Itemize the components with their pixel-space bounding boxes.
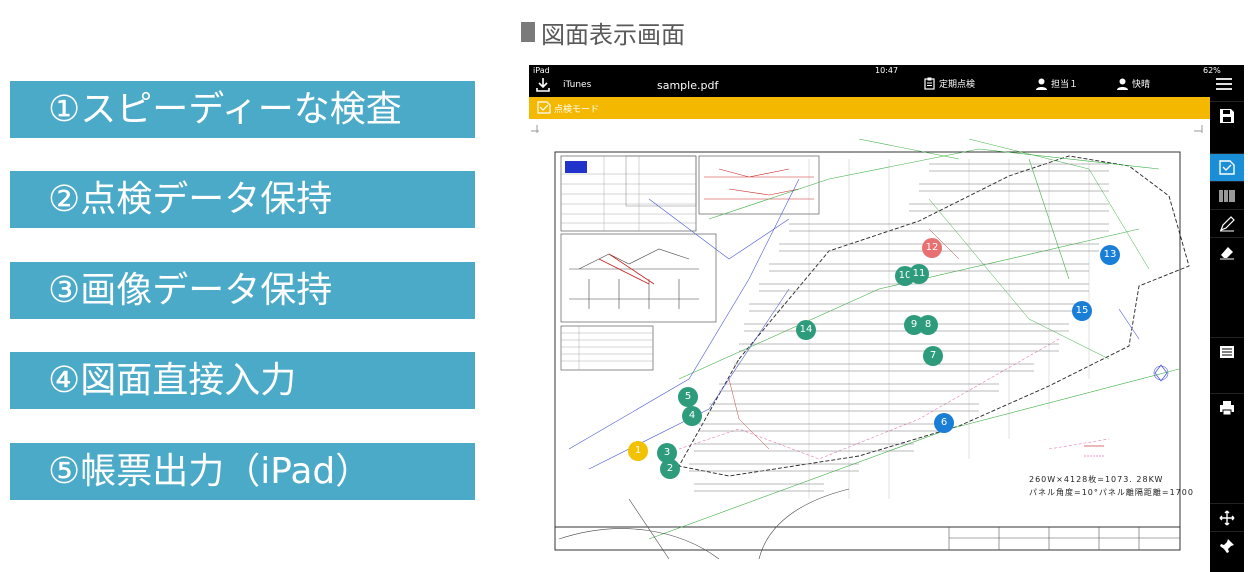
- feature-speedy-inspection: ①スピーディーな検査: [10, 81, 475, 138]
- heading-square-icon: [521, 22, 535, 42]
- solar-layout-drawing: [531, 125, 1203, 560]
- panel-angle-note: パネル角度=10°パネル離隔距離=1700: [1029, 488, 1194, 497]
- import-icon[interactable]: [535, 77, 551, 97]
- inspection-type-label: 定期点検: [939, 80, 976, 90]
- ipad-screen: iPad 10:47 62% iTunes sample.pdf 定期点検 担当…: [529, 65, 1244, 572]
- feature-report-output: ⑤帳票出力（iPad）: [10, 443, 475, 500]
- feature-drawing-input: ④図面直接入力: [10, 352, 475, 409]
- status-time: 10:47: [875, 66, 899, 75]
- itunes-button[interactable]: iTunes: [563, 80, 592, 90]
- inspection-marker[interactable]: 15: [1072, 301, 1092, 321]
- person-weather-icon: [1117, 78, 1128, 90]
- file-name: sample.pdf: [657, 79, 719, 92]
- weather-label: 快晴: [1132, 80, 1151, 90]
- inspection-type-button[interactable]: 定期点検: [924, 77, 975, 90]
- pin-icon[interactable]: [1210, 531, 1244, 559]
- mode-bar: 点検モード: [529, 97, 1210, 119]
- list-icon[interactable]: [1210, 337, 1244, 365]
- section-heading: 図面表示画面: [521, 16, 685, 49]
- weather-button[interactable]: 快晴: [1117, 77, 1150, 90]
- barcode-icon[interactable]: [1210, 181, 1244, 209]
- inspection-marker[interactable]: 2: [660, 459, 680, 479]
- feature-inspection-data: ②点検データ保持: [10, 171, 475, 228]
- capacity-note: 260W×4128枚=1073. 28KW: [1029, 475, 1164, 484]
- inspection-marker[interactable]: 13: [1100, 245, 1120, 265]
- person-label: 担当１: [1051, 80, 1079, 90]
- inspection-marker[interactable]: 14: [796, 320, 816, 340]
- inspection-marker[interactable]: 12: [922, 238, 942, 258]
- inspection-marker[interactable]: 4: [682, 406, 702, 426]
- right-toolbar: [1210, 97, 1244, 572]
- inspection-marker[interactable]: 6: [934, 413, 954, 433]
- print-icon[interactable]: [1210, 393, 1244, 421]
- move-icon[interactable]: [1210, 503, 1244, 531]
- drawing-canvas[interactable]: 260W×4128枚=1073. 28KW パネル角度=10°パネル離隔距離=1…: [529, 119, 1210, 572]
- inspection-marker[interactable]: 11: [909, 264, 929, 284]
- feature-image-data: ③画像データ保持: [10, 262, 475, 319]
- eraser-icon[interactable]: [1210, 237, 1244, 265]
- pen-icon[interactable]: [1210, 209, 1244, 237]
- status-battery: 62%: [1203, 66, 1221, 75]
- person-icon: [1036, 78, 1047, 90]
- ipad-top-bar: iPad 10:47 62% iTunes sample.pdf 定期点検 担当…: [529, 65, 1244, 97]
- save-icon[interactable]: [1210, 101, 1244, 129]
- mode-label: 点検モード: [554, 105, 600, 115]
- inspection-marker[interactable]: 7: [923, 346, 943, 366]
- person-button[interactable]: 担当１: [1036, 77, 1078, 90]
- inspection-marker[interactable]: 5: [678, 387, 698, 407]
- inspection-marker[interactable]: 9: [904, 315, 924, 335]
- inspection-marker[interactable]: 1: [628, 441, 648, 461]
- inspect-mode-icon: [537, 101, 551, 117]
- menu-icon[interactable]: [1215, 76, 1233, 95]
- status-device: iPad: [533, 66, 550, 75]
- inspection-marker[interactable]: 3: [657, 443, 677, 463]
- inspect-icon[interactable]: [1210, 153, 1244, 181]
- heading-label: 図面表示画面: [541, 20, 685, 49]
- clipboard-icon: [924, 77, 935, 90]
